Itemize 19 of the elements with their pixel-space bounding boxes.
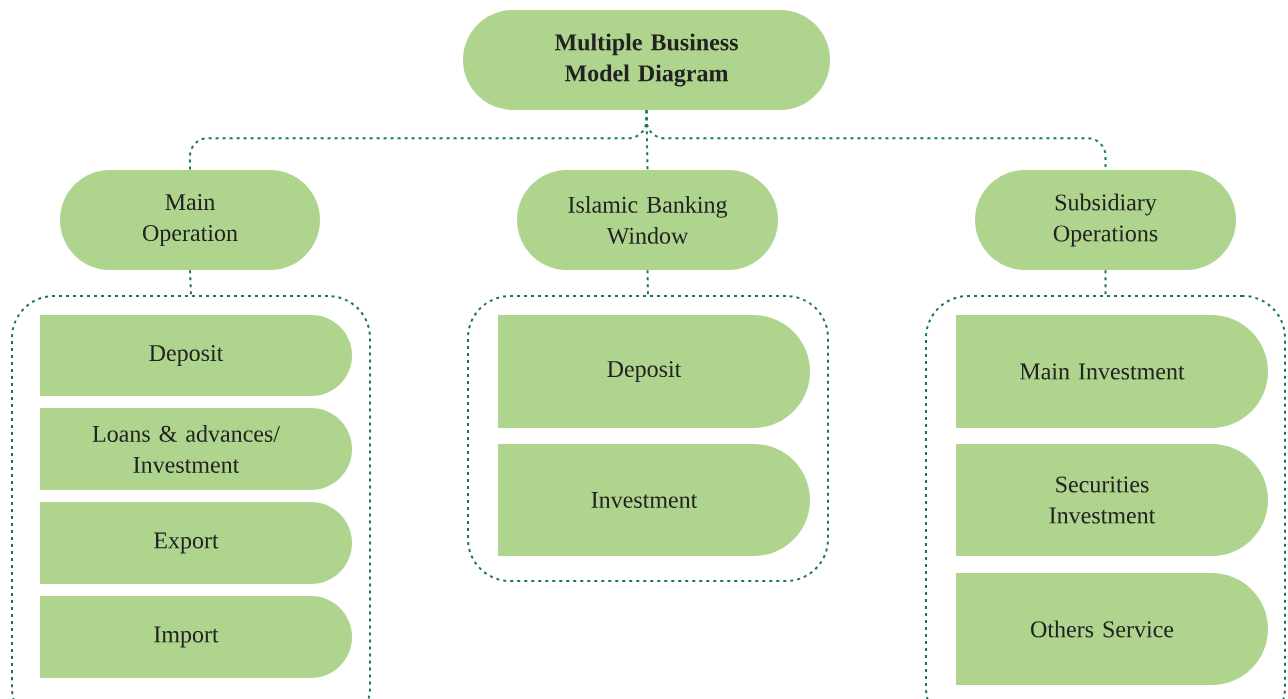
tab-box: Deposit <box>40 315 352 396</box>
dotted-group-frame <box>925 295 1286 699</box>
tab-box: Investment <box>498 444 810 556</box>
pill-box: Main Operation <box>60 170 320 270</box>
dotted-group-frame <box>11 295 371 699</box>
tab-box: Import <box>40 596 352 678</box>
tab-box: Others Service <box>956 573 1268 685</box>
dotted-group-frame <box>467 295 829 582</box>
pill-box: Multiple Business Model Diagram <box>463 10 830 110</box>
tab-box: Main Investment <box>956 315 1268 428</box>
tab-box: Securities Investment <box>956 444 1268 556</box>
connector-line <box>646 269 649 296</box>
pill-box: Subsidiary Operations <box>975 170 1236 270</box>
tab-box: Export <box>40 502 352 584</box>
connector-line <box>1104 269 1107 296</box>
connector-line <box>189 269 192 296</box>
pill-box: Islamic Banking Window <box>517 170 778 270</box>
tab-box: Loans & advances/ Investment <box>40 408 352 490</box>
tab-box: Deposit <box>498 315 810 428</box>
